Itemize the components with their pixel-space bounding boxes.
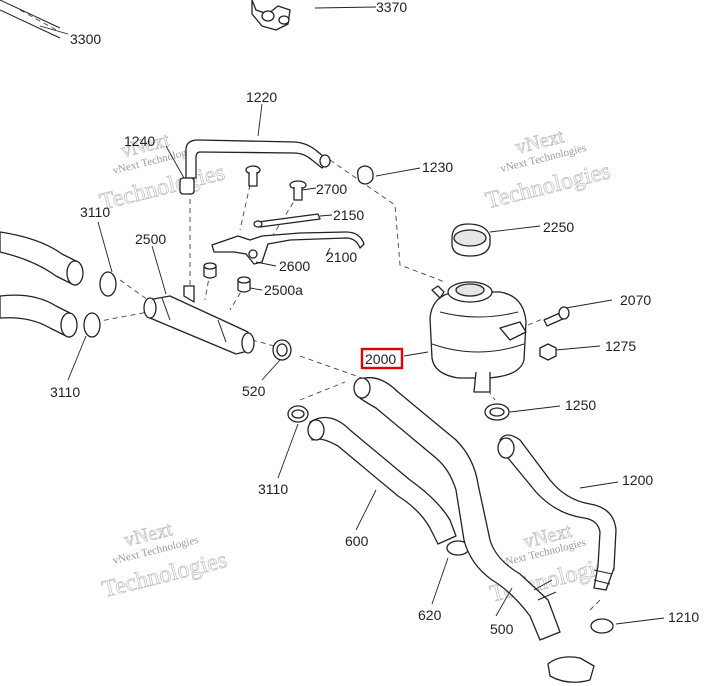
part-2250-reservoir-cap[interactable] xyxy=(451,223,491,257)
callout-1240[interactable]: 1240 xyxy=(124,133,155,149)
callout-2250[interactable]: 2250 xyxy=(543,219,574,235)
part-2500a-grommet[interactable] xyxy=(237,276,251,293)
callout-2600[interactable]: 2600 xyxy=(279,258,310,274)
callout-600[interactable]: 600 xyxy=(345,533,369,549)
callout-1230[interactable]: 1230 xyxy=(422,159,453,175)
part-1200-hose[interactable] xyxy=(497,434,617,591)
callout-1210[interactable]: 1210 xyxy=(668,609,699,625)
part-screw-left[interactable] xyxy=(245,165,261,187)
part-bottom-clamp[interactable] xyxy=(547,656,595,683)
part-2500-manifold[interactable] xyxy=(143,285,255,355)
callout-2700[interactable]: 2700 xyxy=(316,181,347,197)
callout-2100[interactable]: 2100 xyxy=(326,249,357,265)
part-1210-clamp[interactable] xyxy=(590,618,614,634)
part-2070-screw[interactable] xyxy=(543,306,570,327)
part-2100-bracket[interactable] xyxy=(211,231,365,265)
callout-2500[interactable]: 2500 xyxy=(135,231,166,247)
callout-3110-mid[interactable]: 3110 xyxy=(258,481,288,497)
part-1275-nut[interactable] xyxy=(539,343,557,361)
part-500-hose[interactable] xyxy=(353,377,561,641)
part-1230-clip[interactable] xyxy=(356,165,374,185)
callout-1250[interactable]: 1250 xyxy=(565,397,596,413)
part-3110-hose-upper[interactable] xyxy=(0,231,84,286)
watermark-bottom-left: vNext vNext Technologies Technologies xyxy=(99,518,230,604)
part-3370-fitting[interactable] xyxy=(251,0,291,31)
callout-2000[interactable]: 2000 xyxy=(365,351,396,367)
callout-1200[interactable]: 1200 xyxy=(622,472,653,488)
part-2000-coolant-reservoir[interactable] xyxy=(429,281,527,393)
part-1220-vent-pipe[interactable] xyxy=(179,139,331,195)
callout-3300[interactable]: 3300 xyxy=(70,31,101,47)
callout-2500a[interactable]: 2500a xyxy=(264,282,303,298)
watermark-top-right: vNext vNext Technologies Technologies xyxy=(483,125,614,215)
callout-3110-upper[interactable]: 3110 xyxy=(80,204,110,220)
part-3300-hose[interactable] xyxy=(0,0,61,39)
part-2700-screw[interactable] xyxy=(289,180,307,201)
callout-500[interactable]: 500 xyxy=(490,621,514,637)
part-2600-grommet[interactable] xyxy=(203,262,217,279)
callout-labels: 3370 3300 1220 1240 1230 2700 2150 2250 … xyxy=(50,0,699,637)
part-520-clamp[interactable] xyxy=(272,339,292,361)
part-3110-clamp-mid[interactable] xyxy=(287,405,309,423)
callout-520[interactable]: 520 xyxy=(242,383,266,399)
callout-2070[interactable]: 2070 xyxy=(620,292,651,308)
part-1250-clamp[interactable] xyxy=(484,403,510,421)
callout-1275[interactable]: 1275 xyxy=(605,338,636,354)
part-600-hose[interactable] xyxy=(307,416,457,545)
callout-3370[interactable]: 3370 xyxy=(376,0,407,15)
part-3110-clamp-lower[interactable] xyxy=(83,312,101,338)
callout-3110-lower[interactable]: 3110 xyxy=(50,384,80,400)
part-3110-hose-lower[interactable] xyxy=(0,294,78,338)
part-2150-rod[interactable] xyxy=(253,213,321,228)
part-3110-clamp-upper[interactable] xyxy=(99,271,117,297)
callout-1220[interactable]: 1220 xyxy=(246,89,277,105)
callout-620[interactable]: 620 xyxy=(418,607,442,623)
leader-lines xyxy=(39,6,665,625)
highlighted-callout-box xyxy=(360,347,404,370)
callout-2150[interactable]: 2150 xyxy=(333,207,364,223)
watermark-top-left: vNext vNext Technologies Technologies xyxy=(97,129,228,217)
